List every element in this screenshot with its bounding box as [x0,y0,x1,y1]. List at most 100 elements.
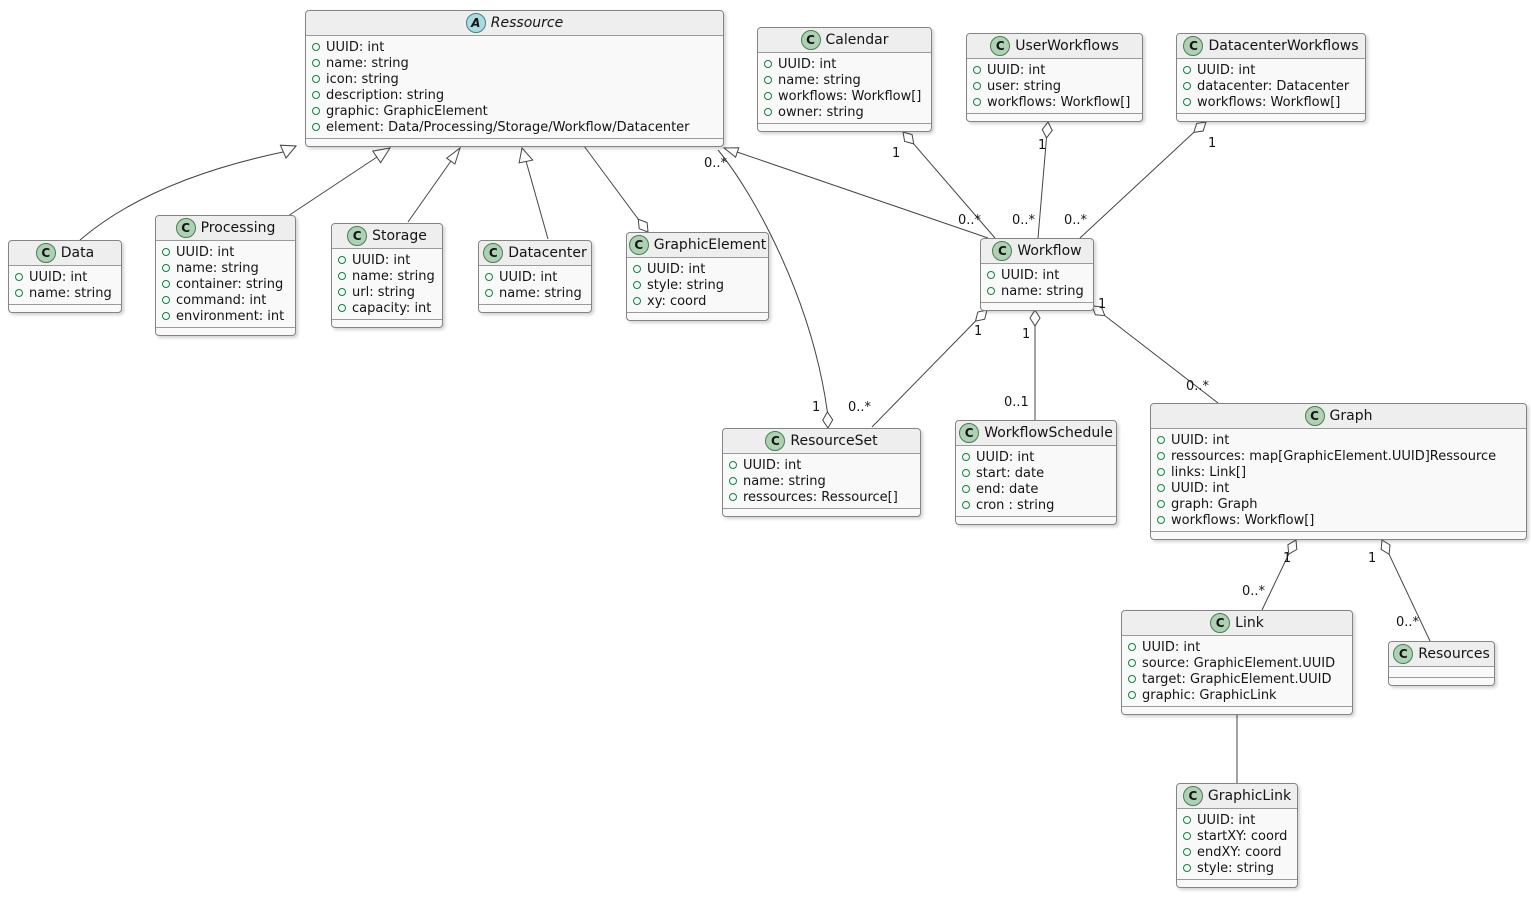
aggregation-diamond-workflow-resourceset [974,309,988,322]
attribute-text: UUID: int [1001,267,1060,283]
aggregation-edge-calendar-workflow [913,143,996,239]
multiplicity-label: 1 [1098,297,1107,312]
multiplicity-label: 1 [1038,138,1047,153]
attribute-row: UUID: int [1128,639,1344,655]
attribute-text: startXY: coord [1197,828,1288,844]
visibility-public-icon [312,107,320,115]
inheritance-edge-data-ressource [79,151,284,241]
visibility-public-icon [485,273,493,281]
methods-compartment [981,303,1093,310]
visibility-public-icon [1183,98,1191,106]
class-header: C Resources [1389,642,1494,667]
class-icon: C [765,431,786,451]
aggregation-diamond-workflow-schedule [1029,309,1041,327]
multiplicity-label: 0..* [1064,213,1088,228]
visibility-public-icon [1183,832,1191,840]
class-title: Resources [1418,646,1490,662]
attribute-text: name: string [1001,283,1084,299]
visibility-public-icon [1183,82,1191,90]
attribute-row: startXY: coord [1183,828,1289,844]
class-header: C GraphicLink [1177,784,1297,809]
class-header: C ResourceSet [723,429,920,454]
inheritance-edge-datacenter-ressource [525,160,549,240]
attribute-row: icon: string [312,71,715,87]
class-header: C GraphicElement [627,233,768,258]
attribute-row: ressources: Ressource[] [729,489,912,505]
class-title: Datacenter [508,245,587,261]
visibility-public-icon [485,289,493,297]
multiplicity-label: 0..* [1396,615,1420,630]
class-header: C Calendar [758,28,931,53]
visibility-public-icon [1128,691,1136,699]
attribute-row: start: date [962,465,1108,481]
visibility-public-icon [312,75,320,83]
class-title: Calendar [825,32,889,48]
visibility-public-icon [1183,66,1191,74]
class-header: C Processing [156,216,295,241]
attribute-text: ressources: Ressource[] [743,489,898,505]
attribute-text: workflows: Workflow[] [987,94,1131,110]
class-title: WorkflowSchedule [984,425,1113,441]
attribute-text: name: string [743,473,826,489]
visibility-public-icon [312,43,320,51]
class-icon: C [959,423,980,443]
attribute-text: owner: string [778,104,864,120]
attribute-text: start: date [976,465,1045,481]
methods-compartment [967,114,1142,121]
attribute-row: element: Data/Processing/Storage/Workflo… [312,119,715,135]
attribute-row: UUID: int [633,261,760,277]
attribute-text: workflows: Workflow[] [1171,512,1315,528]
class-icon: C [35,243,56,263]
methods-compartment [1122,707,1352,714]
attribute-row: workflows: Workflow[] [973,94,1134,110]
attribute-row: UUID: int [15,269,113,285]
aggregation-diamond-resourceset [822,411,834,429]
attribute-row: workflows: Workflow[] [1157,512,1518,528]
attribute-row: UUID: int [764,56,923,72]
class-title: GraphicElement [653,237,767,253]
visibility-public-icon [1128,643,1136,651]
aggregation-edge-workflow-graph [1104,315,1219,404]
visibility-public-icon [1157,484,1165,492]
attribute-row: UUID: int [1183,62,1357,78]
visibility-public-icon [729,461,737,469]
class-graph: C Graph UUID: int ressources: map[Graphic… [1150,403,1527,540]
multiplicity-label: 0..* [1186,379,1210,394]
class-resources: C Resources [1388,641,1495,686]
attribute-text: ressources: map[GraphicElement.UUID]Ress… [1171,448,1497,464]
attribute-text: workflows: Workflow[] [778,88,922,104]
visibility-public-icon [962,485,970,493]
class-icon: C [175,218,196,238]
aggregation-edge-resourceset-ressource [717,149,828,413]
visibility-public-icon [962,469,970,477]
visibility-public-icon [962,453,970,461]
visibility-public-icon [162,264,170,272]
attribute-row: graph: Graph [1157,496,1518,512]
visibility-public-icon [633,297,641,305]
inheritance-arrow-datacenter [518,146,534,164]
attribute-row: UUID: int [338,252,434,268]
multiplicity-label: 0..1 [1004,395,1029,410]
visibility-public-icon [162,248,170,256]
attribute-row: UUID: int [729,457,912,473]
attribute-text: UUID: int [1171,480,1230,496]
aggregation-edge-ressource-graphicelement [583,145,639,220]
visibility-public-icon [764,60,772,68]
attributes-compartment [1389,667,1494,678]
class-header: C Graph [1151,404,1526,429]
visibility-public-icon [338,272,346,280]
methods-compartment [1177,880,1297,887]
attribute-text: UUID: int [647,261,706,277]
multiplicity-label: 1 [1208,136,1217,151]
attribute-row: name: string [338,268,435,284]
